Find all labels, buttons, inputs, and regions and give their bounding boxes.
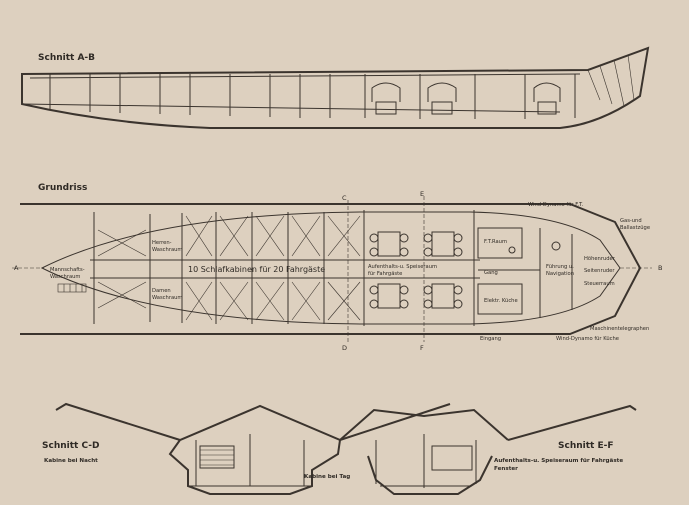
label-eingang: Eingang [480,336,501,342]
label-herren-2: Waschraum [152,247,182,253]
label-kabine-tag: Kabine bei Tag [304,474,350,480]
section-cd-title: Schnitt C-D [42,441,99,451]
cut-mark-d: D [342,344,347,352]
label-aufenthalt-1: Aufenthalts-u. Speiseraum [368,264,437,270]
floor-plan: Grundriss [12,183,662,352]
label-ft-raum: F.T.Raum [484,239,507,245]
cross-section-cd: Schnitt C-D Kabine bei Nacht Kabine bei … [42,402,451,495]
label-elektr-kueche: Elektr. Küche [484,298,518,304]
label-fuehrung-2: Navigation [546,271,574,277]
cut-mark-c: C [342,194,347,202]
label-herren-1: Herren- [152,240,172,246]
label-aufenthalt-2: für Fahrgäste [368,271,402,277]
label-seitenruder: Seitenruder [584,268,615,274]
label-aufenthalt-section-2: Fenster [494,466,518,472]
label-kabine-nacht: Kabine bei Nacht [44,458,98,464]
cut-mark-a: A [14,264,19,272]
section-ab-title: Schnitt A-B [38,53,95,63]
plan-title: Grundriss [38,183,87,193]
label-steuerraum: Steuerraum [584,281,615,287]
label-damen-2: Waschraum [152,295,182,301]
label-schlafkabinen: 10 Schlafkabinen für 20 Fahrgäste [188,265,325,274]
label-aufenthalt-section-1: Aufenthalts-u. Speiseraum für Fahrgäste [494,458,623,464]
label-fuehrung-1: Führung u. [546,264,574,270]
label-damen-1: Damen [152,288,171,294]
cross-section-ef: Schnitt E-F Aufenthalts-u. Speiseraum fü… [339,404,637,495]
cut-mark-f: F [420,344,424,352]
label-gang: Gang [484,270,498,276]
label-hoehenruder: Höhenruder [584,256,616,262]
label-gas-ballast-1: Gas-und [620,218,642,224]
label-mannschaft-2: Waschraum [50,274,80,280]
label-maschinentelegraphen: Maschinentelegraphen [590,326,649,332]
label-wind-dynamo-ft: Wind-Dynamo für F.T. [528,202,584,208]
label-wind-dynamo-kueche: Wind-Dynamo für Küche [556,336,619,342]
cut-mark-e: E [420,190,424,198]
label-gas-ballast-2: Ballastzüge [620,225,650,231]
label-mannschaft-1: Mannschafts- [50,267,85,273]
cut-mark-b: B [658,264,662,272]
section-ef-title: Schnitt E-F [558,441,614,451]
longitudinal-section-ab: Schnitt A-B [21,46,650,129]
